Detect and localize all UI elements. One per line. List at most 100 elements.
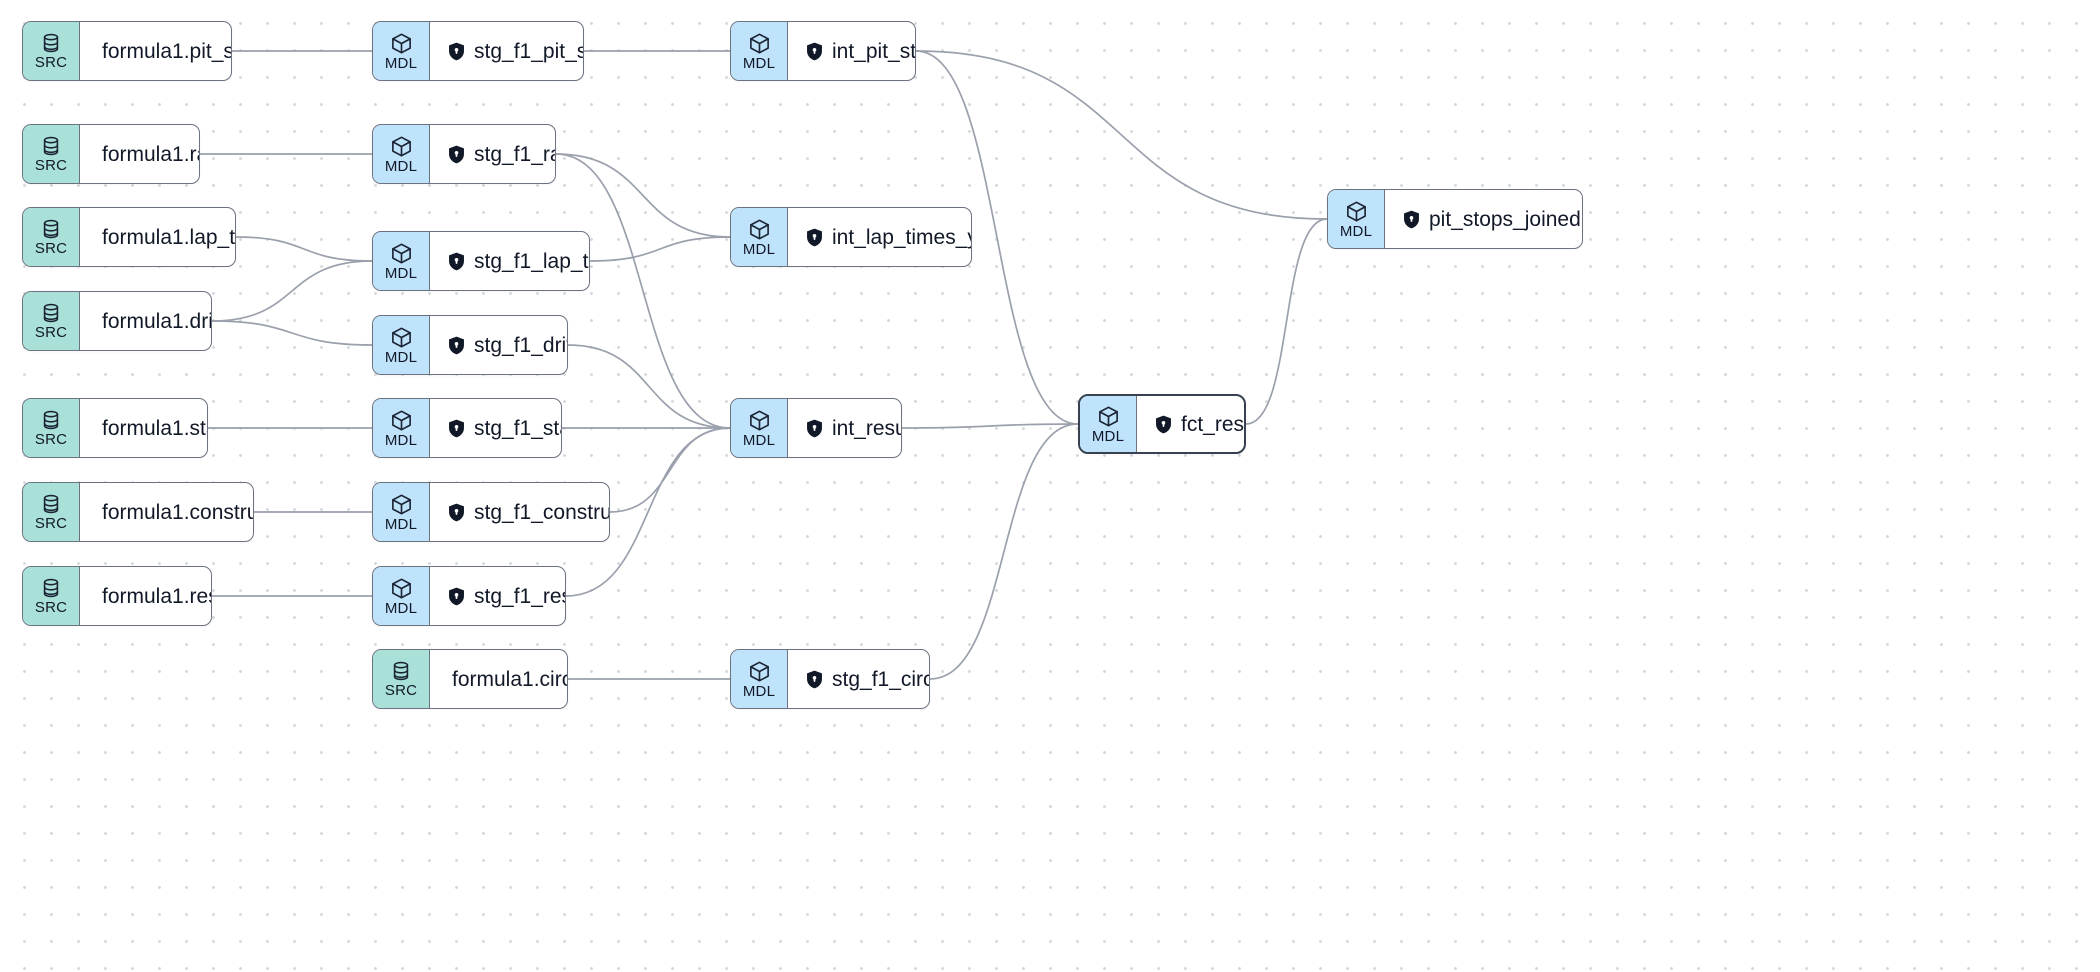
shield-lock-icon <box>448 145 465 164</box>
lineage-node-int_results[interactable]: MDL int_results <box>730 398 902 458</box>
lineage-node-int_pit_stops[interactable]: MDL int_pit_stops <box>730 21 916 81</box>
node-label: formula1.lap_times <box>102 225 236 249</box>
shield-lock-icon <box>806 228 823 247</box>
node-label: int_pit_stops <box>832 39 916 63</box>
node-kind-label: SRC <box>34 515 68 532</box>
cube-icon <box>390 326 413 349</box>
lineage-node-stg_status[interactable]: MDL stg_f1_status <box>372 398 562 458</box>
node-body: stg_f1_lap_times <box>430 232 589 290</box>
cube-icon <box>390 242 413 265</box>
node-kind-badge-src: SRC <box>23 292 80 350</box>
lineage-node-src_status[interactable]: SRC formula1.status <box>22 398 208 458</box>
cube-icon <box>390 32 413 55</box>
node-kind-label: SRC <box>34 54 68 71</box>
node-kind-label: SRC <box>34 431 68 448</box>
lineage-node-stg_pit_stops[interactable]: MDL stg_f1_pit_stops <box>372 21 584 81</box>
node-kind-label: SRC <box>34 599 68 616</box>
node-kind-label: MDL <box>742 431 776 449</box>
shield-lock-icon <box>448 336 465 355</box>
node-kind-badge-src: SRC <box>23 399 80 457</box>
shield-lock-icon <box>806 419 823 438</box>
node-label: int_results <box>832 416 901 440</box>
lineage-node-stg_races[interactable]: MDL stg_f1_races <box>372 124 556 184</box>
lineage-node-src_pit_stops[interactable]: SRC formula1.pit_stops <box>22 21 232 81</box>
shield-lock-icon <box>448 252 465 271</box>
node-kind-badge-mdl: MDL <box>373 316 430 374</box>
node-kind-badge-mdl: MDL <box>373 483 430 541</box>
node-kind-label: MDL <box>742 54 776 72</box>
node-label: formula1.constructors <box>102 500 253 524</box>
node-body: stg_f1_races <box>430 125 555 183</box>
node-label: stg_f1_results <box>474 584 565 608</box>
node-body: formula1.results <box>80 567 211 625</box>
cube-icon <box>390 493 413 516</box>
node-label: fct_results <box>1181 412 1245 436</box>
node-kind-badge-src: SRC <box>23 483 80 541</box>
node-label: formula1.races <box>102 142 199 166</box>
node-kind-badge-mdl: MDL <box>373 399 430 457</box>
lineage-node-fct_results[interactable]: MDL fct_results <box>1078 394 1246 454</box>
shield-lock-icon <box>1155 415 1172 434</box>
shield-lock-icon <box>448 587 465 606</box>
node-kind-label: MDL <box>1339 222 1373 240</box>
node-label: int_lap_times_years <box>832 225 971 249</box>
cube-icon <box>390 409 413 432</box>
node-body: stg_f1_drivers <box>430 316 567 374</box>
node-kind-label: MDL <box>742 240 776 258</box>
shield-lock-icon <box>806 670 823 689</box>
lineage-node-src_races[interactable]: SRC formula1.races <box>22 124 200 184</box>
shield-lock-icon <box>1403 210 1420 229</box>
lineage-node-src_results[interactable]: SRC formula1.results <box>22 566 212 626</box>
cube-icon <box>748 32 771 55</box>
shield-lock-icon <box>448 419 465 438</box>
node-label: formula1.status <box>102 416 207 440</box>
lineage-node-stg_drivers[interactable]: MDL stg_f1_drivers <box>372 315 568 375</box>
shield-lock-icon <box>806 42 823 61</box>
node-kind-label: MDL <box>384 264 418 282</box>
node-label: stg_f1_pit_stops <box>474 39 584 63</box>
node-label: stg_f1_status <box>474 416 561 440</box>
database-cylinder-icon <box>390 660 412 682</box>
cube-icon <box>748 409 771 432</box>
lineage-node-stg_results[interactable]: MDL stg_f1_results <box>372 566 566 626</box>
node-label: formula1.pit_stops <box>102 39 231 63</box>
node-body: fct_results <box>1137 396 1245 452</box>
node-kind-badge-mdl: MDL <box>1328 190 1385 248</box>
cube-icon <box>748 660 771 683</box>
cube-icon <box>1345 200 1368 223</box>
node-kind-badge-mdl: MDL <box>373 125 430 183</box>
node-body: int_results <box>788 399 901 457</box>
node-body: formula1.circuits <box>430 650 567 708</box>
lineage-node-src_constructors[interactable]: SRC formula1.constructors <box>22 482 254 542</box>
node-body: stg_f1_status <box>430 399 561 457</box>
node-kind-label: SRC <box>34 324 68 341</box>
node-label: stg_f1_races <box>474 142 555 166</box>
node-kind-badge-src: SRC <box>373 650 430 708</box>
node-body: formula1.status <box>80 399 207 457</box>
node-kind-badge-src: SRC <box>23 567 80 625</box>
lineage-node-stg_lap_times[interactable]: MDL stg_f1_lap_times <box>372 231 590 291</box>
node-kind-badge-src: SRC <box>23 125 80 183</box>
node-kind-badge-mdl: MDL <box>1080 396 1137 452</box>
node-kind-label: MDL <box>384 54 418 72</box>
node-kind-label: MDL <box>384 599 418 617</box>
node-kind-badge-mdl: MDL <box>373 232 430 290</box>
node-kind-badge-mdl: MDL <box>731 208 788 266</box>
node-body: stg_f1_constructors <box>430 483 609 541</box>
node-kind-label: SRC <box>34 157 68 174</box>
cube-icon <box>748 218 771 241</box>
node-kind-badge-src: SRC <box>23 22 80 80</box>
lineage-node-int_lap_times_years[interactable]: MDL int_lap_times_years <box>730 207 972 267</box>
node-label: stg_f1_drivers <box>474 333 567 357</box>
cube-icon <box>390 577 413 600</box>
shield-lock-icon <box>448 503 465 522</box>
database-cylinder-icon <box>40 577 62 599</box>
